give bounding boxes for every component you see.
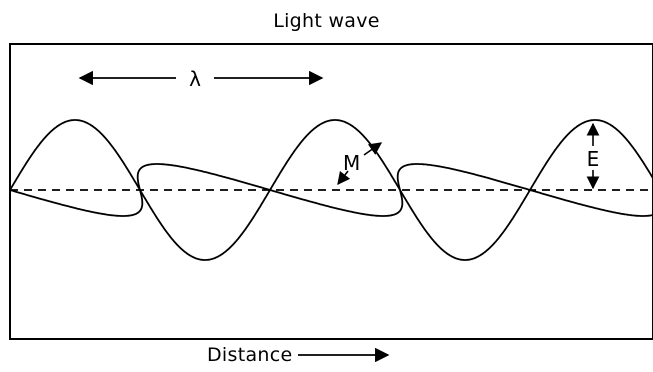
plot-frame bbox=[9, 43, 653, 340]
electric-field-label: E bbox=[587, 147, 600, 171]
magnetic-arrow-up bbox=[363, 142, 383, 156]
wavelength-symbol: λ bbox=[189, 67, 201, 91]
magnetic-field-label: M bbox=[343, 151, 360, 175]
magnetic-wave bbox=[9, 163, 653, 217]
x-axis-label: Distance bbox=[207, 344, 293, 366]
magnetic-arrow-down bbox=[337, 170, 351, 186]
electric-wave bbox=[9, 119, 653, 261]
diagram-title: Light wave bbox=[273, 10, 380, 32]
